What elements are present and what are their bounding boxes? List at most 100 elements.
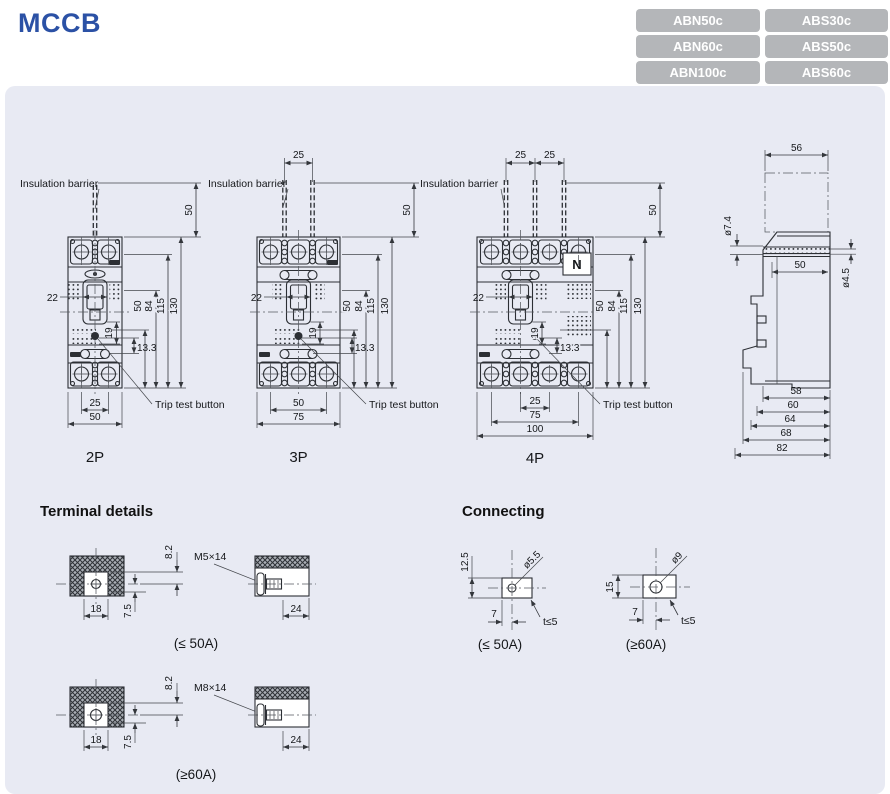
dim-label: 75 [529,410,541,421]
dim-label: 60 [787,400,799,411]
ls-logo [479,352,490,357]
insulation-barrier-lines [282,180,315,237]
dim-label: 7 [491,609,497,620]
dim-label: 50 [184,204,195,216]
dim-label: 25 [544,150,556,161]
drawing-panel [5,86,885,794]
insulation-barrier-label: Insulation barrier [420,178,499,190]
dim-label: ø7.4 [723,216,734,236]
dim-label: 115 [366,298,377,314]
dim-label: 15 [605,581,616,593]
insulation-barrier-label: Insulation barrier [208,178,287,190]
dim-label: 130 [380,297,391,314]
dim-label: 19 [104,327,115,339]
dim-label: 50 [648,204,659,216]
caption-3p: 3P [289,449,307,466]
dim-label: 82 [776,443,788,454]
dim-label: 13.3 [137,343,157,354]
trip-test-button-label: Trip test button [369,399,439,411]
drawing-3p: 25 Insulation barrier 50 Trip test butto… [208,150,439,466]
dim-label: 50 [794,260,806,271]
drawing-side-view: 56 50 ø7.4 ø4.5 58 60 64 68 82 [723,143,856,459]
dim-label: 8.2 [164,545,175,559]
dim-label: 25 [515,150,527,161]
connecting-50a: 12.5 7 ø5.5 t≤5 (≤ 50A) [460,549,558,652]
connecting-heading: Connecting [462,503,545,520]
product-button-abn50c[interactable]: ABN50c [636,9,760,32]
terminal-detail-60a: 8.2 7.5 18 M8×14 24 (≥60A) [56,676,316,782]
dim-label: 25 [293,150,305,161]
connecting-caption-60a: (≥60A) [626,637,666,652]
caption-2p: 2P [86,449,104,466]
dim-label: 64 [784,414,796,425]
dim-label: 100 [527,424,544,435]
screw-size-label: M8×14 [194,682,227,694]
dim-label: 7 [632,607,638,618]
dim-label: 50 [595,300,606,312]
terminal-caption-50a: (≤ 50A) [174,636,218,651]
dim-label: 19 [308,327,319,339]
dim-label: 22 [251,293,263,304]
dim-label: 50 [133,300,144,312]
dim-label: ø9 [669,550,685,566]
dim-label: 18 [90,604,102,615]
dim-label: ø4.5 [841,268,852,288]
dim-label: 13.3 [560,343,580,354]
product-button-abn60c[interactable]: ABN60c [636,35,760,58]
insulation-barrier-lines [503,180,567,237]
dim-label: 84 [354,300,365,312]
dim-label: 19 [530,327,541,339]
connecting-caption-50a: (≤ 50A) [478,637,522,652]
dim-label: 8.2 [164,676,175,690]
screw-size-label: M5×14 [194,551,227,563]
page-title: MCCB [18,8,101,38]
dim-label: 25 [529,396,541,407]
dim-label: 130 [169,297,180,314]
dim-label: 56 [791,143,803,154]
dim-label: 75 [293,412,305,423]
handle-envelope [764,172,829,233]
trip-test-button [294,332,303,340]
connecting-60a: 15 7 ø9 t≤5 (≥60A) [604,548,696,652]
product-button-abs30c[interactable]: ABS30c [765,9,888,32]
dim-label: 12.5 [460,552,471,572]
dim-label: 22 [47,293,59,304]
product-button-abs60c[interactable]: ABS60c [765,61,888,84]
drawing-4p: 25 25 Insulation barrier 50 N Trip test … [420,150,673,467]
dim-label: 115 [156,298,167,314]
trip-test-button [91,332,99,340]
dim-label: 25 [89,398,101,409]
dim-label: 24 [290,604,302,615]
dim-label: 130 [633,297,644,314]
dim-label: 18 [90,735,102,746]
insulation-barrier-label: Insulation barrier [20,178,99,190]
trip-test-button [531,332,539,340]
product-button-abs50c[interactable]: ABS50c [765,35,888,58]
neutral-pole-label: N [572,257,581,272]
caption-4p: 4P [526,450,544,467]
dim-label: 50 [402,204,413,216]
ls-logo [327,260,338,265]
breaker-side-profile [742,231,831,389]
trip-test-button-label: Trip test button [603,399,673,411]
dim-label: 7.5 [123,735,134,749]
terminal-caption-60a: (≥60A) [176,767,216,782]
dim-label: 84 [144,300,155,312]
terminal-details-heading: Terminal details [40,503,154,520]
product-button-abn100c[interactable]: ABN100c [636,61,760,84]
dim-label: 84 [607,300,618,312]
dim-label: 68 [780,428,792,439]
dim-label: 50 [342,300,353,312]
dim-label: 50 [293,398,305,409]
neutral-pole-box [562,252,592,276]
ls-logo [259,352,270,357]
trip-test-button-label: Trip test button [155,399,225,411]
terminal-detail-50a: 8.2 7.5 18 M5×14 24 (≤ 50A) [56,545,316,651]
dim-label: 22 [473,293,485,304]
dim-label: 13.3 [355,343,375,354]
dim-label: 115 [619,298,630,314]
drawing-2p: Insulation barrier 50 Trip test button 2… [20,178,225,466]
product-button-group: ABN50c ABS30c ABN60c ABS50c ABN100c ABS6… [636,9,888,84]
thickness-label: t≤5 [543,616,558,628]
